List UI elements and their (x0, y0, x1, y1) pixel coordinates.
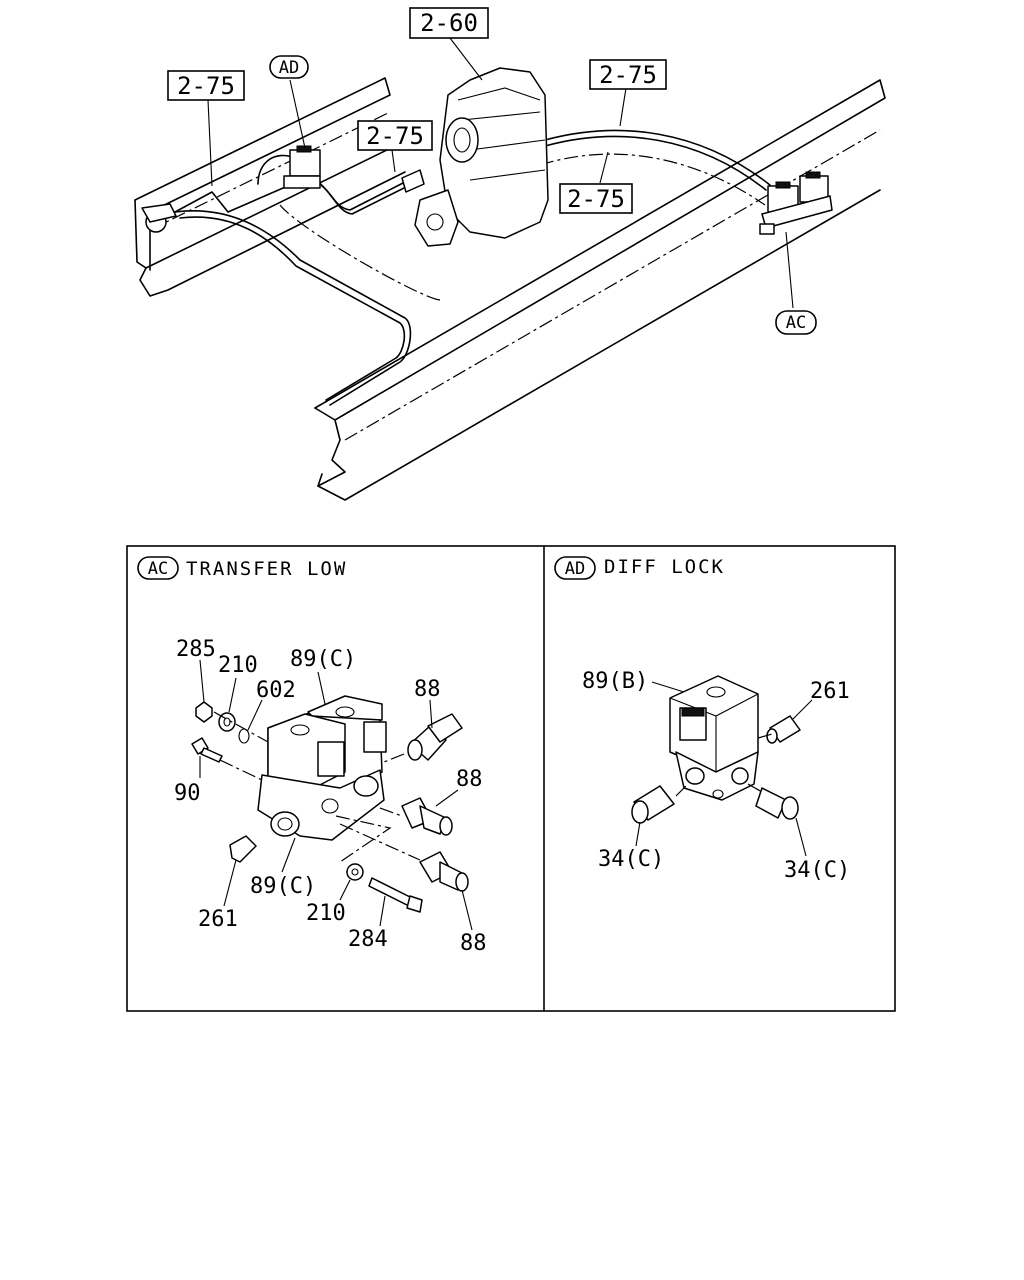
label-261-diff: 261 (810, 679, 850, 704)
svg-text:2-75: 2-75 (366, 122, 424, 150)
label-210-lower: 210 (306, 901, 346, 926)
svg-text:AC: AC (148, 559, 168, 579)
panel-transfer-low: AC TRANSFER LOW (137, 556, 487, 956)
ref-2-75-low[interactable]: 2-75 (559, 183, 633, 214)
plug-261-transfer (229, 835, 257, 863)
svg-text:AD: AD (279, 58, 299, 78)
air-valve-left (141, 203, 177, 233)
solenoid-valve-diff (669, 675, 759, 801)
label-34c-right: 34(C) (784, 858, 850, 883)
leaders-diff (635, 681, 813, 857)
label-88-upper: 88 (414, 677, 441, 702)
plug-261-diff (766, 715, 801, 744)
label-285: 285 (176, 637, 216, 662)
washer-210-lower (346, 863, 364, 881)
label-88-middle: 88 (456, 767, 483, 792)
label-89c-lower: 89(C) (250, 874, 316, 899)
svg-text:2-75: 2-75 (599, 61, 657, 89)
ref-2-75-right[interactable]: 2-75 (589, 59, 667, 90)
label-34c-left: 34(C) (598, 847, 664, 872)
panel-diff-lock: AD DIFF LOCK (554, 556, 850, 883)
right-frame-rail (314, 79, 886, 501)
fitting-88-middle (401, 797, 453, 836)
marker-ac-panel[interactable]: AC (137, 556, 179, 580)
fitting-34c-right (755, 787, 799, 820)
leaders-transfer (199, 659, 473, 931)
fitting-88-upper (407, 713, 463, 761)
ref-2-75-left[interactable]: 2-75 (167, 70, 245, 101)
svg-text:AD: AD (565, 559, 585, 579)
svg-text:2-75: 2-75 (567, 185, 625, 213)
labels-diff: 89(B) 261 34(C) 34(C) (582, 669, 850, 883)
svg-text:AC: AC (786, 313, 806, 333)
chassis-overview: 2-60 2-75 2-75 2-75 2-75 AD AC (134, 7, 886, 501)
fitting-34c-left (631, 785, 675, 824)
bolt-284 (368, 877, 423, 913)
transfer-case (401, 67, 549, 247)
label-261-transfer: 261 (198, 907, 238, 932)
marker-ad-top[interactable]: AD (269, 55, 309, 79)
ref-2-75-mid[interactable]: 2-75 (357, 120, 433, 151)
labels-transfer: 285 210 89(C) 602 88 90 88 261 89(C) 210… (174, 637, 487, 956)
marker-ad-panel[interactable]: AD (554, 556, 596, 580)
svg-text:2-60: 2-60 (420, 9, 478, 37)
label-90: 90 (174, 781, 201, 806)
label-284: 284 (348, 927, 388, 952)
diff-lock-solenoid-overview (283, 145, 321, 189)
fitting-88-lower (419, 851, 469, 892)
air-lines (174, 129, 771, 406)
panel-title-transfer-low: TRANSFER LOW (186, 558, 347, 580)
panel-title-diff-lock: DIFF LOCK (604, 556, 725, 578)
label-89b: 89(B) (582, 669, 648, 694)
label-88-lower: 88 (460, 931, 487, 956)
label-602: 602 (256, 678, 296, 703)
marker-ac-top[interactable]: AC (775, 310, 817, 335)
label-210-upper: 210 (218, 653, 258, 678)
svg-text:2-75: 2-75 (177, 72, 235, 100)
leader-lines (207, 37, 794, 309)
assembly-lines-diff (675, 733, 773, 797)
label-89c-upper: 89(C) (290, 647, 356, 672)
assembly-lines-transfer (213, 711, 421, 863)
detail-panels (126, 545, 896, 1012)
bolt-90 (191, 737, 223, 763)
ref-2-60[interactable]: 2-60 (409, 7, 489, 39)
transfer-low-solenoid-overview (759, 171, 833, 235)
solenoid-valve-transfer (257, 695, 387, 841)
